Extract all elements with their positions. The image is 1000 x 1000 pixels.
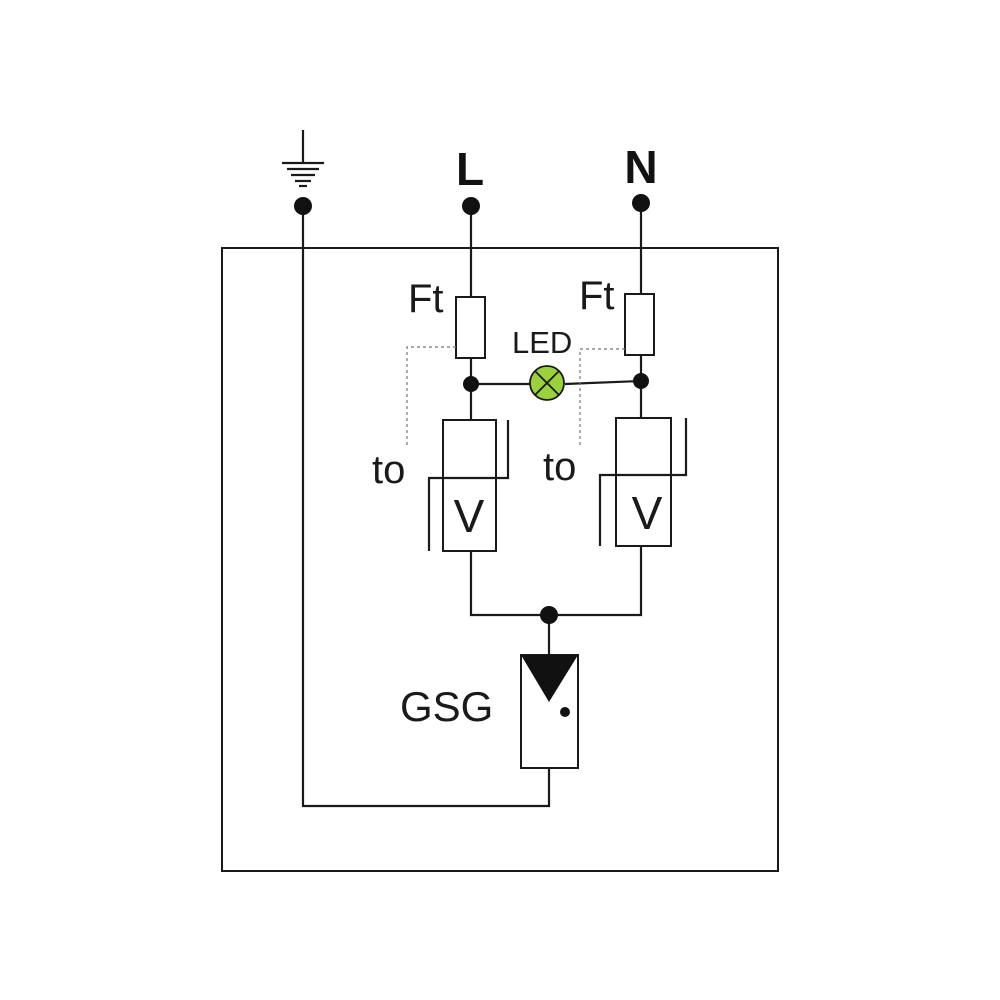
terminal-ground [294, 197, 312, 215]
led-lamp-icon [529, 365, 565, 401]
junction-line [463, 376, 479, 392]
gsg-label: GSG [400, 683, 493, 730]
fuse-right [624, 293, 655, 356]
varistor-right [598, 417, 688, 547]
thermal-link-left [406, 346, 456, 445]
enclosure-box [221, 247, 779, 872]
terminal-label-line: L [456, 143, 484, 195]
gas-discharge-tube-icon [520, 654, 579, 769]
junction-neutral [633, 373, 649, 389]
led-wire-right [564, 379, 642, 386]
terminal-neutral [632, 194, 650, 212]
junction-gsg [540, 606, 558, 624]
terminal-line [462, 197, 480, 215]
thermal-left-label: to [372, 448, 405, 492]
ground-icon [282, 130, 324, 188]
varistor-left-label: V [454, 490, 485, 542]
led-label: LED [512, 325, 572, 360]
varistor-right-label: V [632, 487, 663, 539]
ground-wire [301, 206, 551, 808]
fuse-left-label: Ft [408, 277, 444, 321]
thermal-right-label: to [543, 445, 576, 489]
fuse-right-label: Ft [579, 274, 615, 318]
fuse-left [455, 296, 486, 359]
thermal-link-right [579, 348, 625, 445]
terminal-label-neutral: N [624, 141, 657, 193]
varistor-left [427, 419, 510, 552]
varistor-join-wire [469, 546, 643, 617]
